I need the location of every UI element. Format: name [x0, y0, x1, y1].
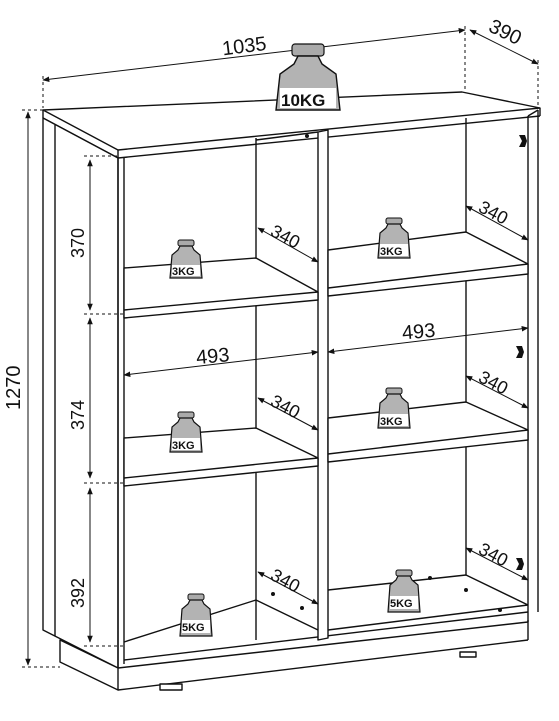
weight-left-shelf-2: 3KG — [169, 411, 203, 453]
width-label: 1035 — [221, 33, 268, 60]
shelf-left-1 — [123, 257, 319, 319]
shelf-depth-label-3: 340 — [267, 391, 303, 423]
weight-left-shelf-1: 3KG — [169, 239, 203, 279]
weight-left-shelf-2-label: 3KG — [172, 440, 195, 452]
weight-left-shelf-1-label: 3KG — [172, 266, 195, 278]
shelf-height-1-label: 370 — [68, 228, 88, 258]
weight-right-shelf-1: 3KG — [377, 217, 411, 259]
shelf-right-2 — [327, 401, 529, 463]
weight-right-bottom: 5KG — [387, 569, 421, 613]
weight-right-bottom-label: 5KG — [390, 598, 413, 610]
weight-right-shelf-2: 3KG — [377, 387, 411, 429]
shelf-height-2-label: 374 — [68, 400, 88, 430]
cabinet-body — [42, 91, 541, 691]
compartment-width-left-label: 493 — [195, 344, 230, 369]
weight-left-bottom: 5KG — [179, 593, 213, 637]
weight-top-10kg: 10KG — [275, 43, 341, 111]
dimension-lines — [22, 26, 539, 668]
center-divider — [317, 129, 329, 641]
weight-left-bottom-label: 5KG — [182, 622, 205, 634]
shelf-right-1 — [327, 231, 529, 297]
weight-top-label: 10KG — [281, 91, 325, 110]
weight-right-shelf-2-label: 3KG — [380, 416, 403, 428]
height-label: 1270 — [3, 366, 25, 411]
shelf-height-3-label: 392 — [68, 578, 88, 608]
shelf-depth-label-6: 340 — [475, 539, 511, 571]
shelf-depth-label-2: 340 — [475, 197, 511, 229]
depth-label: 390 — [485, 15, 525, 49]
shelf-left-2 — [123, 427, 319, 487]
compartment-width-right-label: 493 — [401, 320, 436, 345]
shelf-depth-label-5: 340 — [267, 565, 303, 597]
shelf-depth-label-4: 340 — [475, 367, 511, 399]
weight-right-shelf-1-label: 3KG — [380, 246, 403, 258]
shelf-depth-label-1: 340 — [267, 221, 303, 253]
